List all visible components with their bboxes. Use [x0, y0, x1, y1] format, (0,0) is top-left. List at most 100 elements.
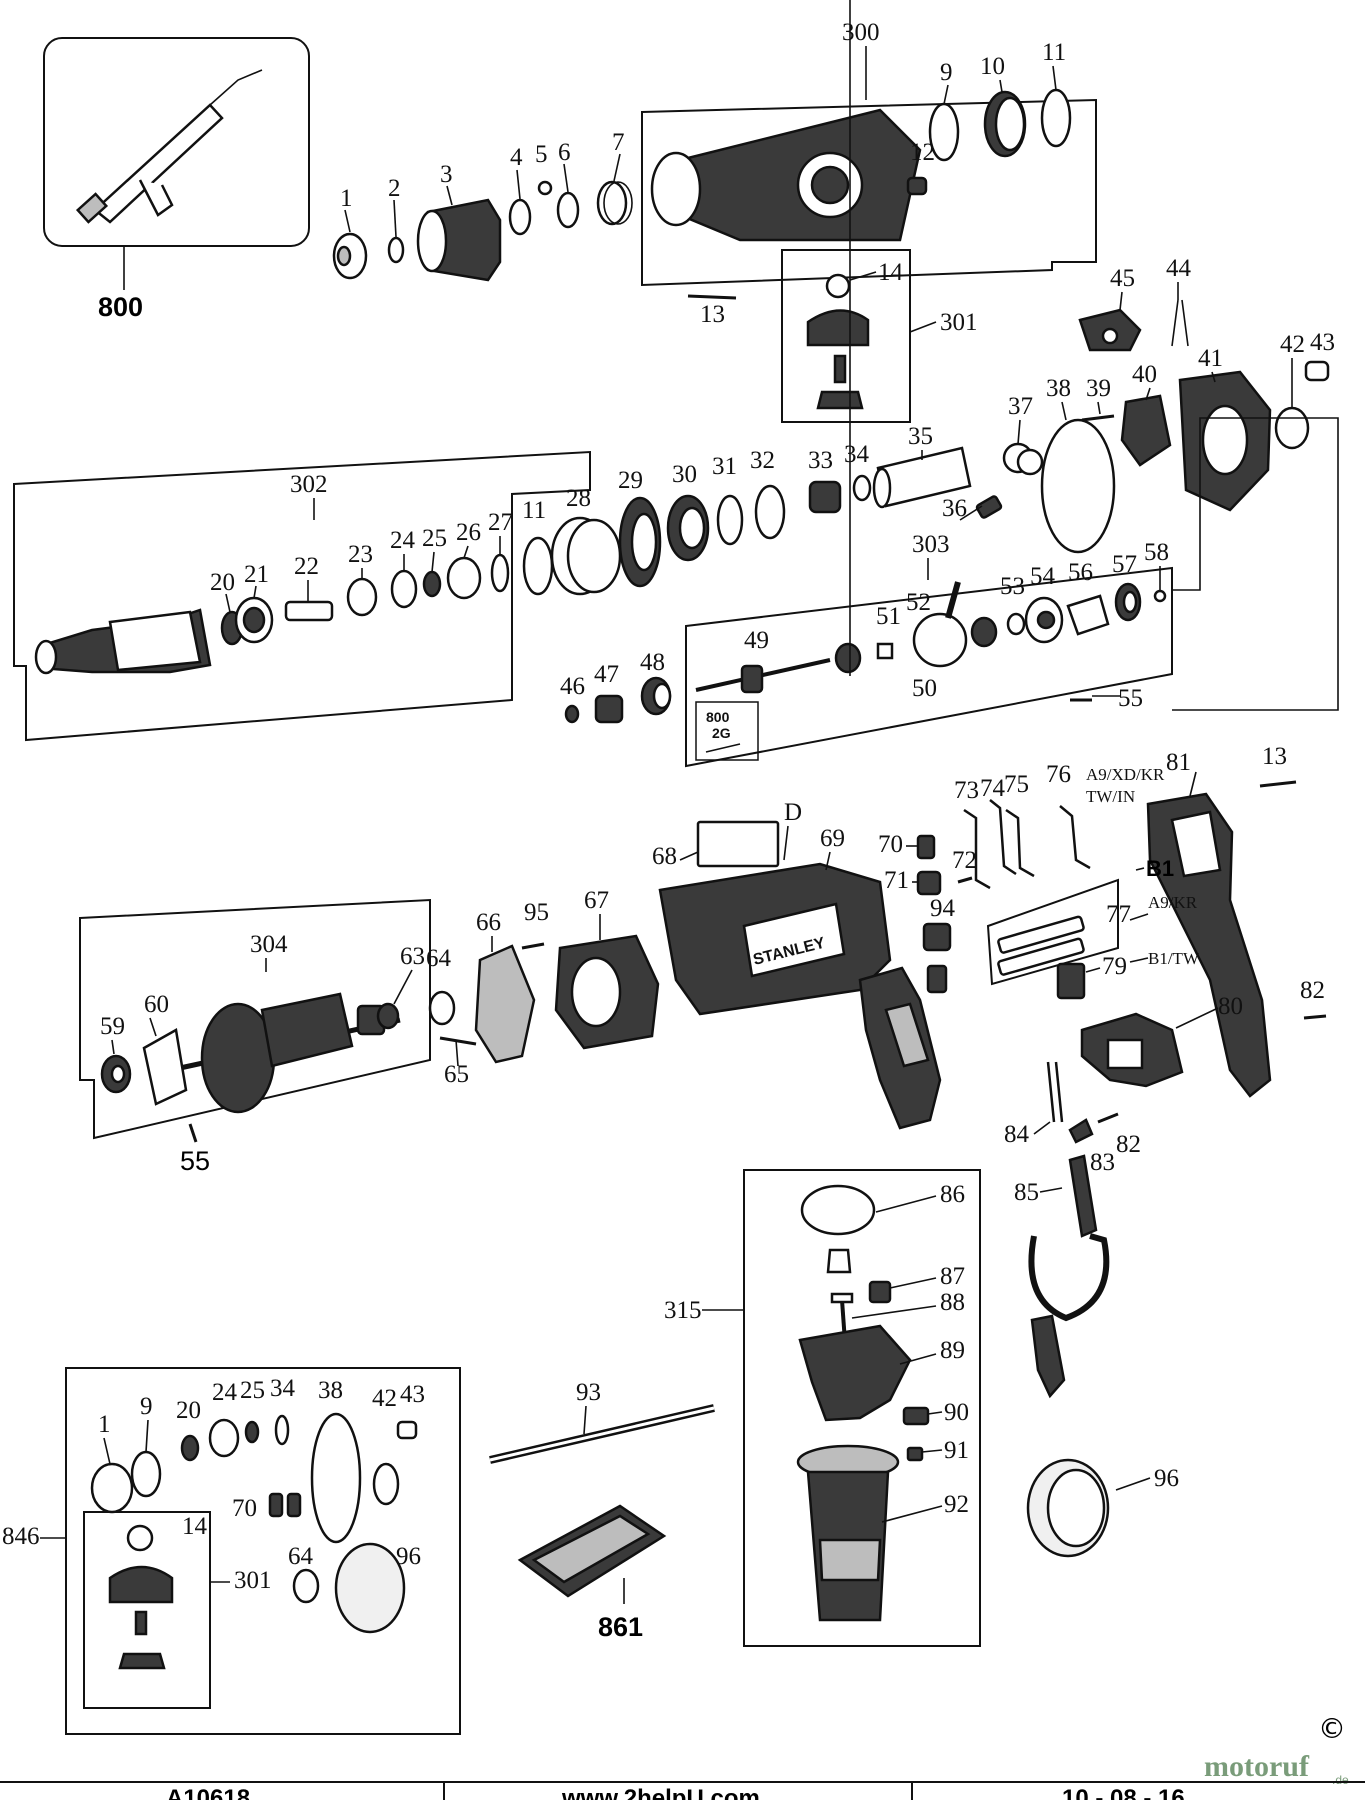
part-39-screw	[1081, 414, 1115, 422]
part-30-gear	[666, 494, 710, 562]
part-12-pin	[906, 176, 928, 196]
handle-group: 81 13 A9/XD/KR TW/IN B1 77 A9/KR B1/TW 7…	[986, 743, 1327, 1098]
part-23-ring	[346, 577, 378, 617]
kit-callout-301: 301	[234, 1567, 272, 1594]
kit-callout-14: 14	[182, 1513, 208, 1540]
callout-30: 30	[672, 461, 697, 488]
callout-22: 22	[294, 553, 319, 580]
callout-70: 70	[878, 831, 903, 858]
part-86-clamp-band	[800, 1184, 876, 1274]
callout-6: 6	[558, 139, 571, 166]
kit-callout-42: 42	[372, 1385, 397, 1412]
right-upper-parts: 45 44 42 43 41 40 39 38 37 35 36 34 33 3…	[522, 255, 1335, 596]
part-91-pin	[906, 1446, 924, 1462]
part-87-nut	[868, 1280, 892, 1304]
callout-1: 1	[340, 185, 353, 212]
part-11b-ring	[522, 536, 554, 596]
part-41-motor-cap	[1178, 370, 1272, 512]
callout-2: 2	[388, 175, 401, 202]
part-13-pin: 13	[687, 294, 737, 328]
part-34-ring	[852, 474, 872, 502]
part-11-ring	[1040, 88, 1072, 148]
callout-72: 72	[952, 847, 977, 874]
callout-53: 53	[1000, 573, 1025, 600]
watermark-suffix: .de	[1332, 1773, 1349, 1787]
kit-part-42	[372, 1462, 400, 1506]
callout-95: 95	[524, 899, 549, 926]
part-45-lever	[1078, 308, 1142, 352]
callout-800: 800	[98, 292, 143, 322]
watermark: motoruf	[1204, 1750, 1310, 1783]
part-13b-pin	[1259, 780, 1297, 788]
callout-86: 86	[940, 1181, 965, 1208]
kit-callout-1: 1	[98, 1411, 111, 1438]
callout-D: D	[784, 799, 802, 826]
part-42-ring	[1274, 406, 1310, 450]
callout-29: 29	[618, 467, 643, 494]
power-cord	[1028, 1233, 1110, 1322]
callout-63: 63	[400, 943, 425, 970]
kit-callout-9: 9	[140, 1393, 153, 1420]
part-65-screw	[439, 1036, 477, 1046]
callout-89: 89	[940, 1337, 965, 1364]
callout-68: 68	[652, 843, 677, 870]
part-89-bracket	[798, 1324, 912, 1422]
callout-46: 46	[560, 673, 585, 700]
callout-40: 40	[1132, 361, 1157, 388]
part-27-ring	[490, 553, 510, 593]
callout-58: 58	[1144, 539, 1169, 566]
callout-94: 94	[930, 895, 956, 922]
callout-76: 76	[1046, 761, 1071, 788]
part-82-screw	[1303, 1014, 1327, 1020]
part-64-bushing	[428, 990, 456, 1026]
cord-group: 84 83 82 85	[1004, 1061, 1141, 1399]
mini-grease-gun-icon	[705, 743, 741, 753]
assembly-302-group: 302 20 21 22 23 24 25 26 27	[13, 450, 591, 742]
callout-11: 11	[1042, 39, 1066, 66]
assembly-301-group: 14 301	[781, 249, 978, 423]
callout-85: 85	[1014, 1179, 1039, 1206]
tool-800-group: 800	[43, 37, 310, 322]
part-47-bearing	[594, 694, 624, 724]
part-63-bearing	[376, 1002, 400, 1030]
part-68-label-plate	[696, 820, 780, 868]
callout-81: 81	[1166, 749, 1191, 776]
callout-300: 300	[842, 19, 880, 46]
main-housing-group: STANLEY D 68 69 70 71 72 73 74 75 76	[652, 761, 1091, 1130]
part-44-spring-clip	[1171, 299, 1189, 347]
callout-44: 44	[1166, 255, 1192, 282]
assembly-304-group: 304 60 59 63	[79, 898, 431, 1140]
callout-77: 77	[1106, 901, 1131, 928]
part-6-ring	[556, 191, 580, 229]
callout-B1: B1	[1146, 856, 1174, 881]
part-55b-screw: 55	[180, 1123, 210, 1176]
assembly-302-frame	[13, 450, 591, 742]
kit-846-group: 1 9 20 24 25 34 38 42 43 846 14 70 64 96…	[2, 1367, 461, 1735]
tool-800-2g-frame	[695, 701, 759, 761]
part-800-2g-inset: 800 2G	[695, 701, 759, 761]
callout-88: 88	[940, 1289, 965, 1316]
part-861-case	[517, 1504, 667, 1598]
copyright-mark: ©	[1318, 1712, 1346, 1745]
assembly-300-group: 300 9 10 11 12	[641, 19, 1097, 287]
part-51-key	[876, 642, 894, 660]
callout-35: 35	[908, 423, 933, 450]
assembly-300-frame	[641, 98, 1097, 287]
part-40-bracket	[1120, 394, 1172, 467]
part-53-washer	[1006, 612, 1026, 636]
part-59-bearing	[100, 1054, 132, 1094]
assembly-303-group: 800 2G 303 58 57 56 54 53 52 51 50 49 48…	[560, 0, 1339, 768]
callout-32: 32	[750, 447, 775, 474]
kit-part-43	[396, 1420, 418, 1440]
part-50-spring	[834, 616, 998, 674]
callout-800-2g-b: 2G	[712, 725, 731, 741]
plug	[1030, 1314, 1066, 1399]
callout-38: 38	[1046, 375, 1071, 402]
part-35-tube	[872, 446, 972, 509]
part-3-chuck-sleeve	[416, 198, 502, 282]
part-80-switch	[1080, 1012, 1184, 1088]
kit-callout-25: 25	[240, 1377, 265, 1404]
callout-47: 47	[594, 661, 619, 688]
callout-12: 12	[910, 139, 935, 166]
callout-3: 3	[440, 161, 453, 188]
